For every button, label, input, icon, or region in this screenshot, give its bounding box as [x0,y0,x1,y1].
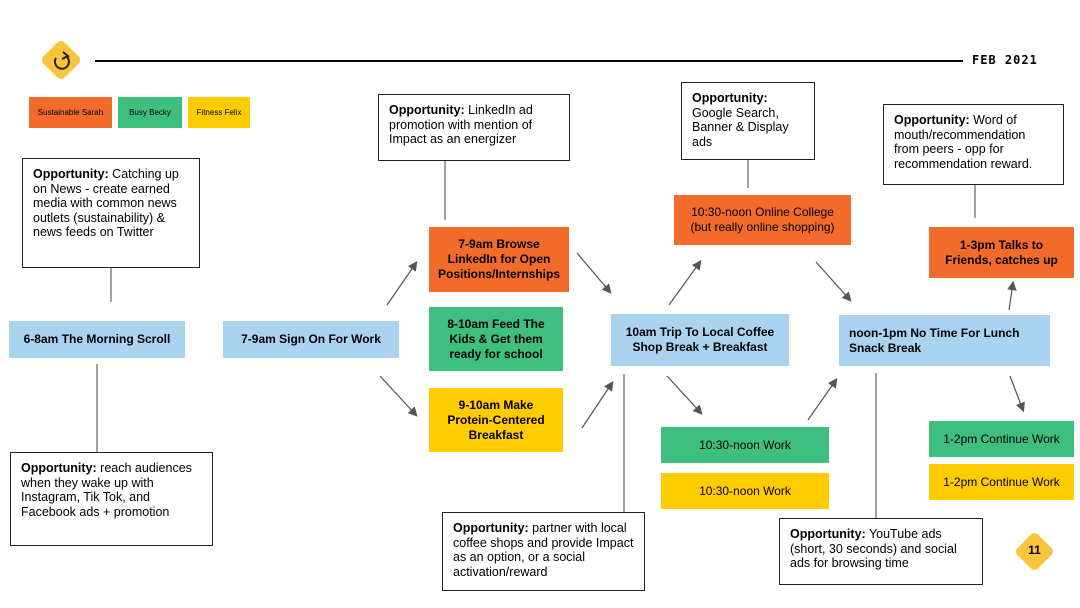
page-number: 11 [1028,543,1041,557]
opportunity-label: Opportunity: [894,113,970,127]
step-coffee-trip: 10am Trip To Local Coffee Shop Break + B… [611,314,789,366]
arrow-college-lunch [815,261,852,302]
arrow-lunch-friends [1007,280,1017,311]
opportunity-word-of-mouth-text: Word of mouth/recommendation from peers … [894,113,1033,171]
opportunity-news: Opportunity: Catching up on News - creat… [22,158,200,268]
step-browse-linkedin: 7-9am Browse LinkedIn for Open Positions… [429,227,569,292]
opportunity-word-of-mouth: Opportunity: Word of mouth/recommendatio… [883,104,1064,185]
opportunity-linkedin-text: LinkedIn ad promotion with mention of Im… [389,103,533,146]
opportunity-label: Opportunity: [790,527,866,541]
legend-fitness-felix: Fitness Felix [188,97,250,128]
arrow-linkedin-coffee [576,252,612,294]
step-protein-breakfast: 9-10am Make Protein-Centered Breakfast [429,388,563,452]
step-no-lunch: noon-1pm No Time For Lunch Snack Break [839,315,1050,366]
opportunity-news-text: Catching up on News - create earned medi… [33,167,179,239]
opportunity-label: Opportunity: [33,167,109,181]
step-talks-friends: 1-3pm Talks to Friends, catches up [929,227,1074,278]
opportunity-label: Opportunity: [389,103,465,117]
opportunity-social: Opportunity: reach audiences when they w… [10,452,213,546]
opportunity-youtube-text: YouTube ads (short, 30 seconds) and soci… [790,527,957,570]
opportunity-linkedin: Opportunity: LinkedIn ad promotion with … [378,94,570,161]
legend-sustainable-sarah: Sustainable Sarah [29,97,112,128]
arrow-work-lunch [807,378,838,421]
opportunity-label: Opportunity: [692,91,768,105]
legend-busy-becky: Busy Becky [118,97,182,128]
arrow-coffee-college [668,260,702,306]
step-continue-green: 1-2pm Continue Work [929,421,1074,457]
step-sign-on: 7-9am Sign On For Work [223,321,399,358]
header-date: FEB 2021 [972,53,1038,67]
opportunity-coffee: Opportunity: partner with local coffee s… [442,512,645,591]
opportunity-label: Opportunity: [21,461,97,475]
step-morning-scroll: 6-8am The Morning Scroll [9,321,185,358]
arrow-signon-breakfast [379,375,418,417]
step-continue-yellow: 1-2pm Continue Work [929,464,1074,500]
opportunity-youtube: Opportunity: YouTube ads (short, 30 seco… [779,518,983,585]
step-work-green: 10:30-noon Work [661,427,829,463]
opportunity-social-text: reach audiences when they wake up with I… [21,461,192,519]
step-work-yellow: 10:30-noon Work [661,473,829,509]
opportunity-coffee-text: partner with local coffee shops and prov… [453,521,634,579]
opportunity-google-text: Google Search, Banner & Display ads [692,105,789,149]
arrow-signon-linkedin [386,261,418,306]
arrow-lunch-continue [1009,375,1025,413]
arrow-coffee-work [666,375,703,415]
opportunity-google: Opportunity: Google Search, Banner & Dis… [681,82,815,160]
step-online-college: 10:30-noon Online College (but really on… [674,195,851,245]
opportunity-label: Opportunity: [453,521,529,535]
arrow-breakfast-coffee [581,381,614,429]
step-feed-kids: 8-10am Feed The Kids & Get them ready fo… [429,307,563,371]
